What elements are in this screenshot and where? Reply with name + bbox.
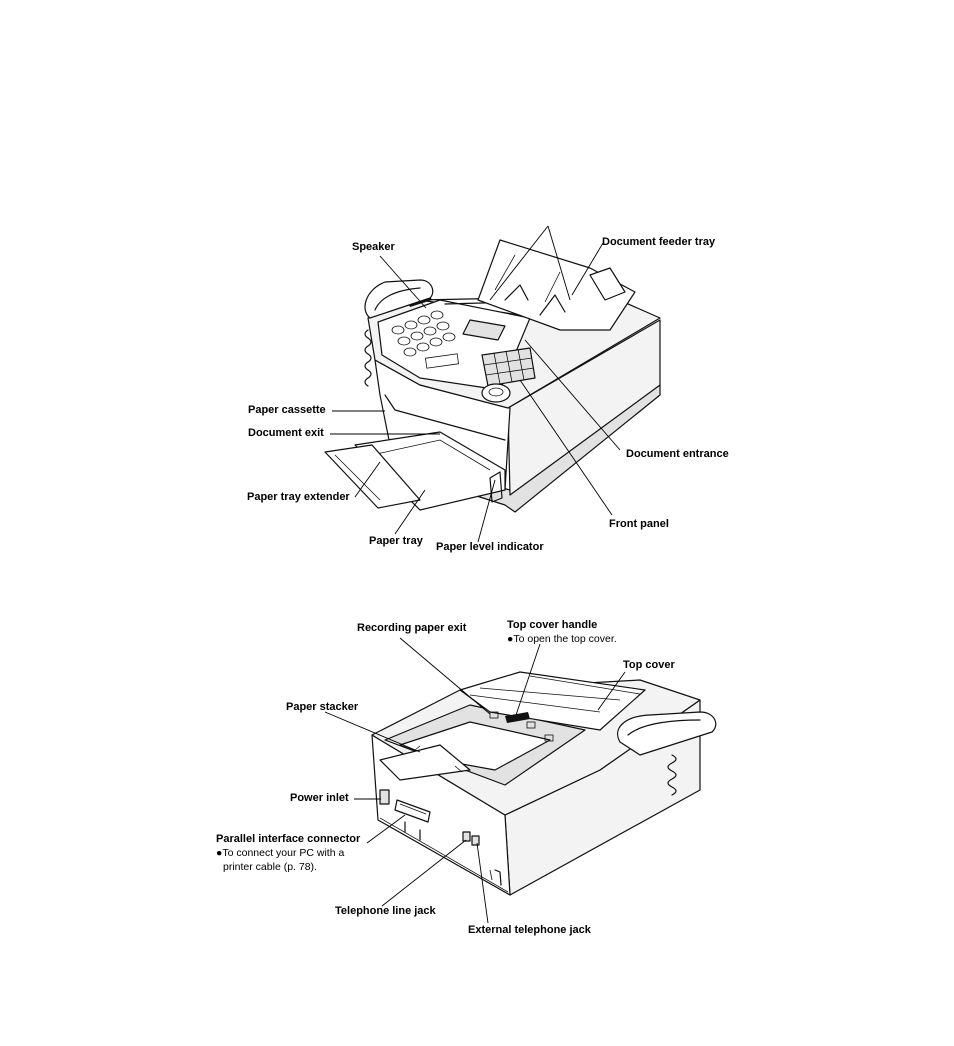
label-external-telephone-jack: External telephone jack — [468, 924, 591, 936]
label-front-panel: Front panel — [609, 518, 669, 530]
label-top-cover: Top cover — [623, 659, 675, 671]
label-parallel-interface-connector: Parallel interface connector — [216, 833, 361, 845]
label-top-cover-handle: Top cover handle — [507, 619, 598, 631]
keypad — [391, 310, 456, 357]
label-paper-stacker: Paper stacker — [286, 701, 359, 713]
label-document-feeder-tray: Document feeder tray — [602, 236, 716, 248]
label-telephone-line-jack: Telephone line jack — [335, 905, 436, 917]
label-power-inlet: Power inlet — [290, 792, 349, 804]
note-parallel-line1: ●To connect your PC with a — [216, 847, 345, 859]
label-document-entrance: Document entrance — [626, 448, 729, 460]
note-parallel-line2: printer cable (p. 78). — [223, 861, 317, 873]
label-speaker: Speaker — [352, 241, 395, 253]
fax-machine-rear — [371, 671, 717, 896]
handset — [364, 279, 434, 387]
label-recording-paper-exit: Recording paper exit — [357, 622, 467, 634]
note-top-cover-handle: ●To open the top cover. — [507, 633, 617, 645]
rear-leader-lines — [324, 637, 626, 924]
one-touch-buttons — [481, 347, 536, 387]
label-paper-level-indicator: Paper level indicator — [436, 541, 544, 553]
front-leader-lines — [330, 225, 621, 543]
handset-rear — [617, 711, 717, 796]
label-document-exit: Document exit — [248, 427, 324, 439]
label-paper-tray: Paper tray — [369, 535, 423, 547]
fax-machine-front — [324, 239, 661, 513]
label-paper-tray-extender: Paper tray extender — [247, 491, 350, 503]
label-paper-cassette: Paper cassette — [248, 404, 326, 416]
